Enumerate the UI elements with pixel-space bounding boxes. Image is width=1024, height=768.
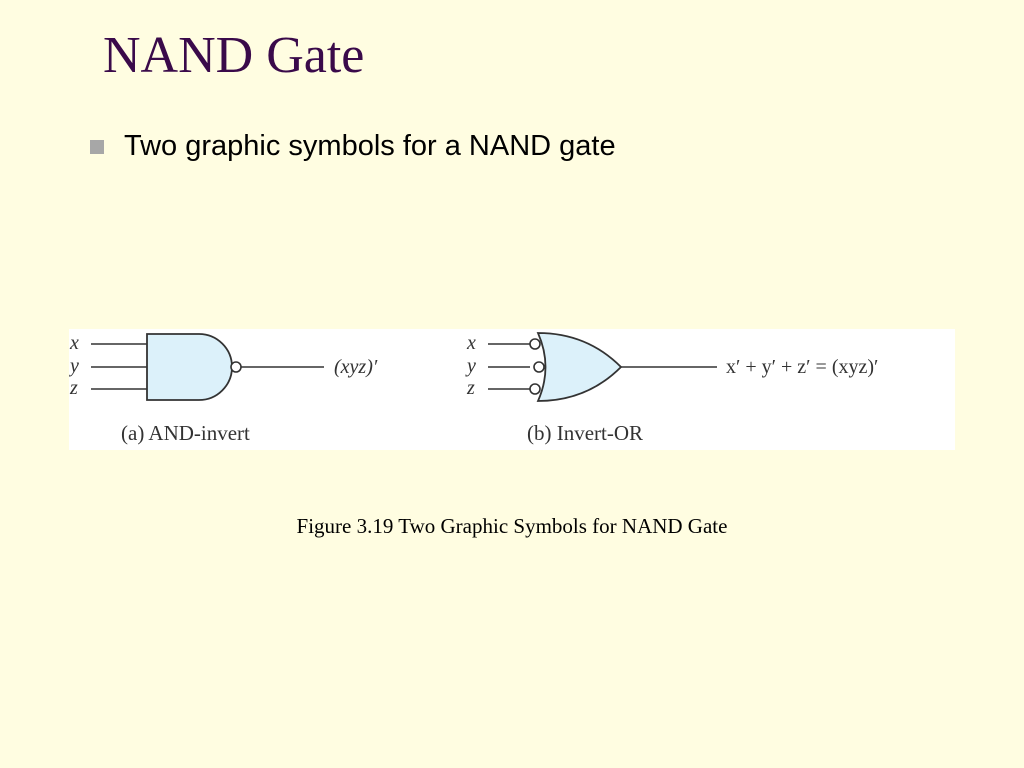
slide-title: NAND Gate (103, 27, 365, 84)
invert-or-gate: x y z x′ + y′ + z′ = (xyz)′ (b) Invert-O… (465, 332, 878, 445)
and-invert-gate: x y z (xyz)′ (a) AND-invert (69, 332, 378, 445)
gate-a-label: (a) AND-invert (121, 421, 250, 445)
nand-figure: x y z (xyz)′ (a) AND-invert x y z x′ + y… (69, 329, 955, 450)
gate-b-label: (b) Invert-OR (527, 421, 643, 445)
figure-caption: Figure 3.19 Two Graphic Symbols for NAND… (296, 514, 728, 538)
inversion-bubble-icon (230, 361, 242, 373)
inversion-bubble-z-icon (529, 383, 541, 395)
bullet-square-icon (90, 139, 104, 154)
bullet-item: Two graphic symbols for a NAND gate (90, 130, 616, 163)
inversion-bubble-y-icon (533, 361, 545, 373)
output-label-a: (xyz)′ (334, 356, 378, 378)
input-label-y-a: y (69, 355, 79, 377)
input-label-x-a: x (69, 332, 79, 354)
inversion-bubble-x-icon (529, 338, 541, 350)
or-gate-body (536, 332, 623, 402)
output-label-b: x′ + y′ + z′ = (xyz)′ (726, 356, 878, 378)
and-gate-body (146, 333, 233, 401)
input-label-z-a: z (69, 377, 78, 399)
nand-symbols-diagram: x y z (xyz)′ (a) AND-invert x y z x′ + y… (69, 332, 878, 445)
bullet-text: Two graphic symbols for a NAND gate (124, 130, 616, 162)
input-label-y-b: y (465, 355, 476, 377)
input-label-x-b: x (466, 332, 476, 354)
input-label-z-b: z (466, 377, 475, 399)
